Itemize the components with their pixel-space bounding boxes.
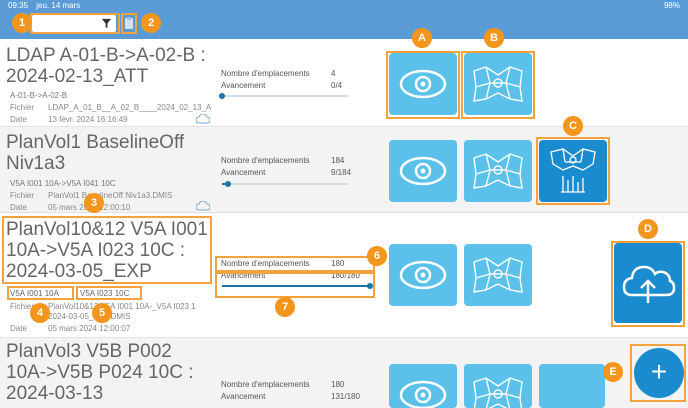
view-button[interactable] [389, 244, 457, 306]
callout-5: 5 [92, 303, 112, 323]
callout-2: 2 [141, 13, 161, 33]
clipboard-icon [125, 17, 133, 29]
highlight-clipboard [121, 13, 137, 34]
highlight-stats [215, 256, 375, 272]
end-point: V5A I023 10C [80, 289, 130, 298]
highlight-end [76, 286, 142, 300]
plan-file-line2: 2024-03-05_EXP.DMIS [48, 312, 131, 321]
start-point: V5A I001 10A [10, 289, 59, 298]
highlight-filter [30, 13, 120, 34]
plan-subtitle: V5A I001 10A->V5A I041 10C [10, 179, 116, 188]
plan-button[interactable] [464, 364, 532, 408]
measure-button[interactable] [539, 140, 607, 202]
eye-icon [389, 140, 457, 202]
plan-subtitle: A-01-B->A-02-B [10, 91, 68, 100]
eye-icon [389, 244, 457, 306]
callout-4: 4 [30, 303, 50, 323]
view-button[interactable] [389, 53, 457, 115]
eye-icon [389, 364, 457, 408]
plan-title: LDAP A-01-B->A-02-B : 2024-02-13_ATT [6, 45, 206, 87]
plan-stats: Nombre d'emplacements 4 Avancement 0/4 [221, 69, 343, 90]
filter-field[interactable] [32, 15, 116, 32]
plan-title: PlanVol10&12 V5A I001 10A->V5A I023 10C … [6, 219, 208, 282]
plan-stats: Nombre d'emplacements 180 Avancement 131… [221, 380, 360, 401]
plan-row-1[interactable]: LDAP A-01-B->A-02-B : 2024-02-13_ATT A-0… [0, 39, 688, 127]
funnel-icon[interactable] [101, 18, 112, 29]
highlight-plan [461, 51, 535, 119]
callout-d: D [638, 219, 658, 239]
status-time: 09:35 [8, 1, 29, 10]
status-date: jeu. 14 mars [36, 1, 81, 10]
highlight-upload [611, 241, 685, 327]
slots-count: 4 [331, 69, 336, 78]
callout-6: 6 [367, 246, 387, 266]
plan-stats: Nombre d'emplacements 180 Avancement 180… [221, 259, 360, 280]
highlight-progress [215, 272, 375, 298]
battery-level: 98% [663, 1, 680, 10]
status-bar: 09:35 jeu. 14 mars 98% [0, 0, 688, 11]
view-button[interactable] [389, 364, 457, 408]
callout-a: A [412, 28, 432, 48]
clipboard-button[interactable] [124, 15, 134, 32]
measure-button[interactable] [539, 364, 605, 408]
callout-7: 7 [275, 297, 295, 317]
slots-count: 184 [331, 156, 345, 165]
slots-count: 180 [331, 259, 345, 268]
progress-text: 9/184 [331, 168, 352, 177]
highlight-view [386, 51, 460, 119]
measurement-plan-icon [464, 244, 532, 306]
callout-c: C [563, 116, 583, 136]
progress-text: 0/4 [331, 81, 343, 90]
progress-bar [222, 283, 373, 289]
add-plan-button[interactable]: + [634, 348, 684, 398]
plan-row-3[interactable]: PlanVol10&12 V5A I001 10A->V5A I023 10C … [0, 213, 688, 338]
highlight-start [7, 286, 74, 300]
slots-count: 180 [331, 380, 345, 389]
highlight-measure [536, 137, 610, 205]
callout-e: E [603, 362, 623, 382]
cloud-upload-button[interactable] [614, 243, 682, 323]
plan-title: PlanVol1 BaselineOff Niv1a3 [6, 132, 185, 174]
highlight-title [2, 216, 212, 284]
callout-1: 1 [12, 13, 32, 33]
plan-button[interactable] [464, 244, 532, 306]
plan-stats: Nombre d'emplacements 184 Avancement 9/1… [221, 156, 352, 177]
callout-3: 3 [84, 193, 104, 213]
highlight-fab [630, 344, 686, 402]
plan-title: PlanVol3 V5B P002 10A->V5B P024 10C : 20… [6, 341, 194, 404]
plan-button[interactable] [464, 53, 532, 115]
measurement-plan-icon [464, 364, 532, 408]
cloud-icon [196, 114, 210, 124]
progress-bar [222, 181, 348, 187]
filter-input[interactable] [35, 17, 97, 30]
progress-bar [219, 93, 348, 99]
progress-text: 180/180 [331, 271, 360, 280]
view-button[interactable] [389, 140, 457, 202]
plan-button[interactable] [464, 140, 532, 202]
callout-b: B [484, 28, 504, 48]
plan-row-4[interactable]: PlanVol3 V5B P002 10A->V5B P024 10C : 20… [0, 338, 688, 408]
measurement-plan-icon [464, 140, 532, 202]
progress-text: 131/180 [331, 392, 360, 401]
cloud-icon [196, 201, 210, 211]
